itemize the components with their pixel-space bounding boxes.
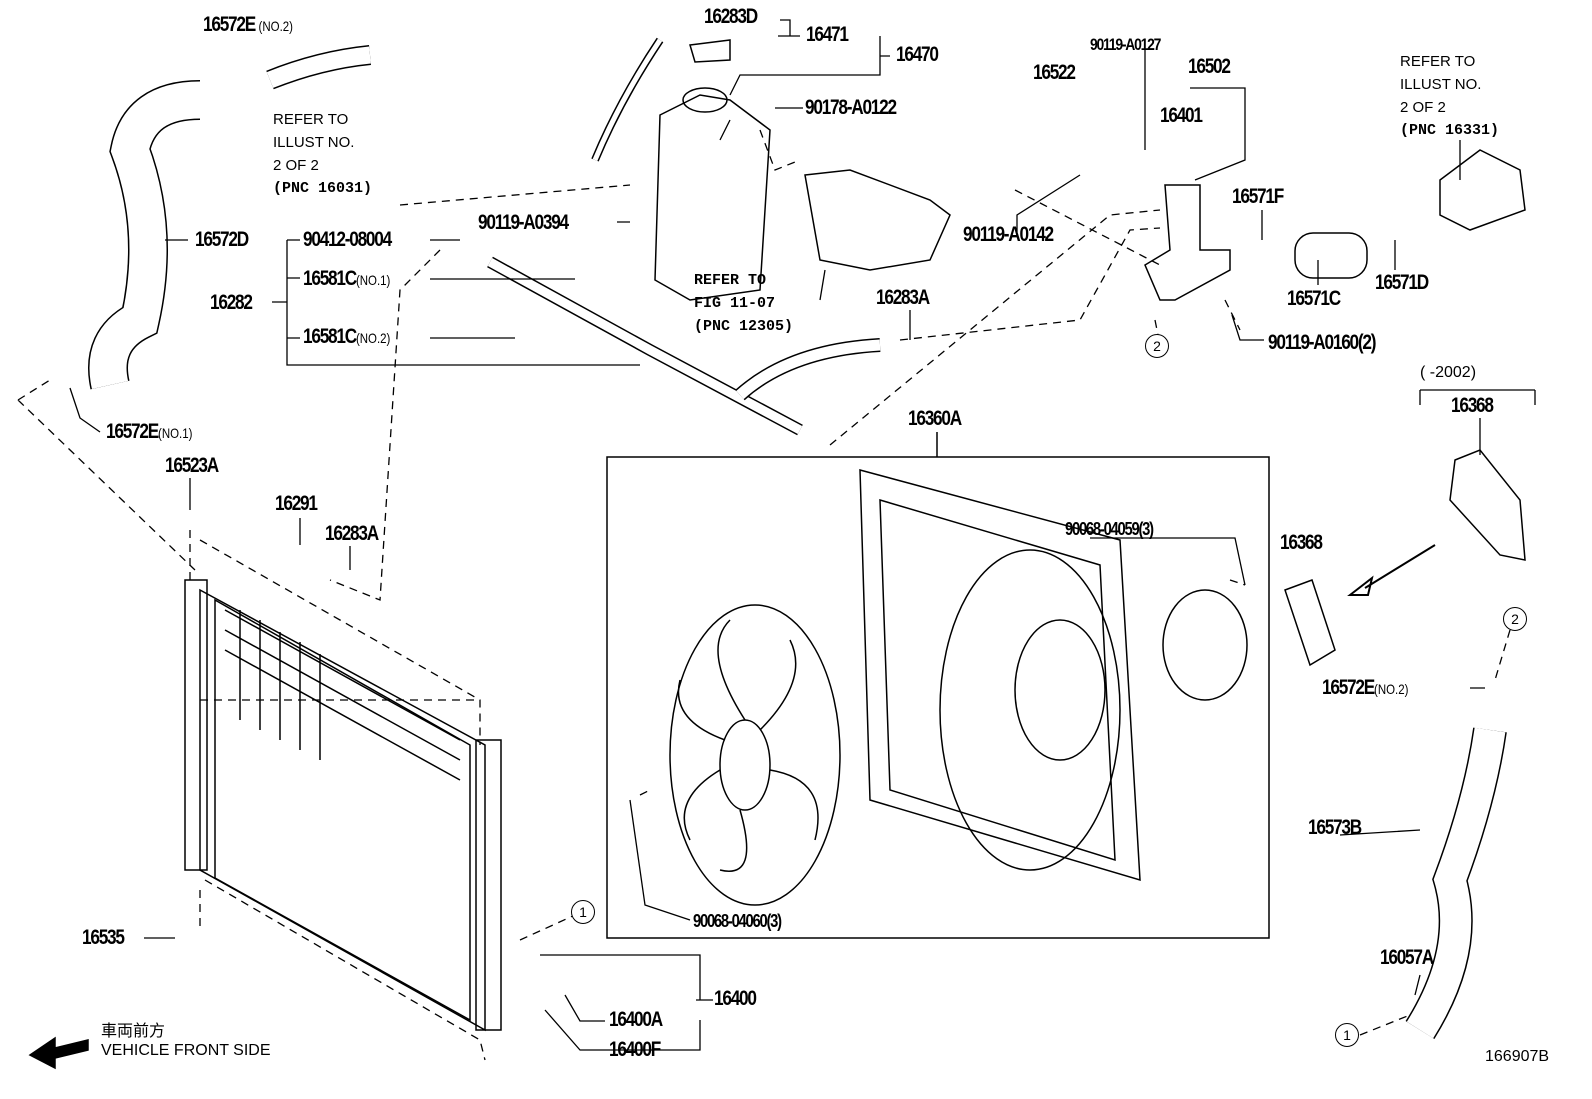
callout-16401[interactable]: 16401 (1160, 104, 1203, 127)
callout-16400[interactable]: 16400 (714, 987, 757, 1010)
qualifier: (NO.1) (355, 272, 391, 288)
reservoir-tank (591, 37, 771, 301)
qualifier: (NO.1) (157, 425, 193, 441)
callout-16572D[interactable]: 16572D (195, 228, 249, 251)
callout-16400A[interactable]: 16400A (609, 1008, 663, 1031)
callout-16571C[interactable]: 16571C (1287, 287, 1341, 310)
callout-16502[interactable]: 16502 (1188, 55, 1231, 78)
callout-16057A[interactable]: 16057A (1380, 946, 1434, 969)
gasket-16368 (1449, 449, 1526, 561)
note-line: (PNC 16331) (1400, 122, 1500, 139)
note-refer-16331: REFER TO ILLUST NO. 2 OF 2 (PNC 16331) (1400, 50, 1499, 142)
part-number: 16581C (303, 267, 357, 290)
diagram-id: 166907B (1485, 1048, 1550, 1065)
callout-16283A-low[interactable]: 16283A (325, 522, 379, 545)
note-refer-12305: REFER TO FIG 11-07 (PNC 12305) (694, 269, 793, 338)
note-line: 2 OF 2 (273, 157, 319, 174)
qualifier: (NO.2) (355, 330, 391, 346)
callout-16572E-no2-right[interactable]: 16572E(NO.2) (1322, 677, 1408, 700)
fan (669, 604, 841, 906)
callout-16291[interactable]: 16291 (275, 492, 318, 515)
callout-16571F[interactable]: 16571F (1232, 185, 1284, 208)
applicability-date: ( -2002) (1420, 364, 1477, 381)
note-line: FIG 11-07 (694, 295, 776, 312)
callout-16572E-no1[interactable]: 16572E(NO.1) (106, 421, 192, 444)
part-number: 16572E (106, 420, 159, 443)
fan-assembly-box (606, 456, 1270, 939)
callout-16283D[interactable]: 16283D (704, 5, 758, 28)
callout-16572E-no2[interactable]: 16572E (NO.2) (203, 14, 293, 37)
hose-16571C (1294, 232, 1368, 279)
vehicle-front-jp: 車両前方 (101, 1023, 166, 1040)
note-line: REFER TO (273, 111, 349, 128)
qualifier: (NO.2) (258, 18, 293, 34)
thermostat-housing (1439, 149, 1526, 231)
callout-16368-gasket[interactable]: 16368 (1280, 531, 1323, 554)
callout-16581C-no1[interactable]: 16581C(NO.1) (303, 268, 390, 291)
callout-90119-A0394[interactable]: 90119-A0394 (478, 211, 569, 234)
note-line: ILLUST NO. (273, 134, 355, 151)
callout-90068-04059[interactable]: 90068-04059(3) (1065, 519, 1154, 539)
callout-16283A-top[interactable]: 16283A (876, 286, 930, 309)
note-line: (PNC 16031) (273, 180, 373, 197)
callout-90412-08004[interactable]: 90412-08004 (303, 228, 392, 251)
gasket-16368-flat (1284, 579, 1336, 667)
callout-90178-A0122[interactable]: 90178-A0122 (805, 96, 897, 119)
callout-16571D[interactable]: 16571D (1375, 271, 1429, 294)
engine-mount (804, 169, 951, 271)
callout-90119-A0160[interactable]: 90119-A0160(2) (1268, 331, 1376, 354)
note-refer-16031: REFER TO ILLUST NO. 2 OF 2 (PNC 16031) (273, 108, 372, 200)
fan-motor (1162, 589, 1248, 701)
note-line: ILLUST NO. (1400, 76, 1482, 93)
callout-16368-top[interactable]: 16368 (1451, 394, 1494, 417)
part-number: 16572E (203, 13, 256, 36)
callout-16523A[interactable]: 16523A (165, 454, 219, 477)
radiator (184, 579, 502, 1032)
vehicle-front-arrow (28, 1036, 89, 1070)
note-line: (PNC 12305) (694, 318, 794, 335)
connector-1: 1 (571, 900, 595, 924)
water-outlet (1144, 184, 1231, 301)
callout-16522[interactable]: 16522 (1033, 61, 1076, 84)
callout-16470[interactable]: 16470 (896, 43, 939, 66)
callout-90119-A0127[interactable]: 90119-A0127 (1090, 35, 1161, 54)
part-number: 16572E (1322, 676, 1375, 699)
callout-16573B[interactable]: 16573B (1308, 816, 1362, 839)
vehicle-front-en: VEHICLE FRONT SIDE (101, 1042, 271, 1059)
callout-16581C-no2[interactable]: 16581C(NO.2) (303, 326, 390, 349)
callout-90068-04060[interactable]: 90068-04060(3) (693, 911, 782, 931)
callout-16471[interactable]: 16471 (806, 23, 849, 46)
note-line: 2 OF 2 (1400, 99, 1446, 116)
note-line: REFER TO (694, 272, 767, 289)
callout-90119-A0142[interactable]: 90119-A0142 (963, 223, 1054, 246)
note-line: REFER TO (1400, 53, 1476, 70)
connector-2: 2 (1503, 607, 1527, 631)
callout-16400F[interactable]: 16400F (609, 1038, 661, 1061)
callout-16360A[interactable]: 16360A (908, 407, 962, 430)
qualifier: (NO.2) (1373, 681, 1409, 697)
connector-2: 2 (1145, 334, 1169, 358)
fan-shroud (859, 469, 1141, 882)
callout-16282[interactable]: 16282 (210, 291, 253, 314)
callout-16535[interactable]: 16535 (82, 926, 125, 949)
part-number: 16581C (303, 325, 357, 348)
connector-1: 1 (1335, 1023, 1359, 1047)
